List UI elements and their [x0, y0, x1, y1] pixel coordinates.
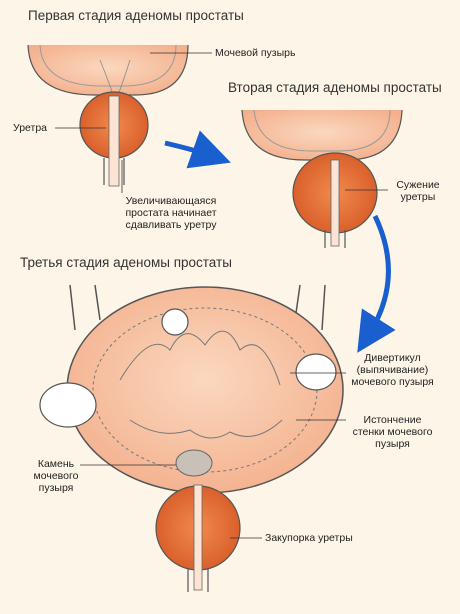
urethra-blockage-label: Закупорка уретры	[265, 532, 353, 544]
wall-thinning-label: Истончение стенки мочевого пузыря	[352, 414, 433, 450]
stage3-title: Третья стадия аденомы простаты	[20, 255, 232, 270]
arrow-stage2-to-stage3	[357, 214, 396, 353]
stage3-illustration	[39, 284, 344, 592]
stage1-title: Первая стадия аденомы простаты	[28, 8, 244, 23]
urethra-label: Уретра	[13, 122, 48, 134]
diverticulum-left	[39, 382, 97, 428]
diverticulum-right	[295, 353, 337, 391]
bladder-stone-label: Камень мочевого пузыря	[33, 458, 79, 494]
bladder-stone	[175, 449, 213, 477]
enlarging-prostate-label: Увеличивающаяся простата начинает сдавли…	[125, 195, 217, 231]
leader-lines	[55, 52, 388, 539]
stage2-title: Вторая стадия аденомы простаты	[228, 80, 442, 95]
stage2-illustration	[241, 109, 403, 248]
bladder-label: Мочевой пузырь	[215, 47, 296, 59]
diverticulum-label: Дивертикул (выпячивание) мочевого пузыря	[351, 352, 434, 388]
stage1-illustration	[27, 44, 189, 187]
arrow-stage1-to-stage2	[164, 130, 231, 169]
urethra-narrowing-label: Сужение уретры	[396, 179, 440, 203]
